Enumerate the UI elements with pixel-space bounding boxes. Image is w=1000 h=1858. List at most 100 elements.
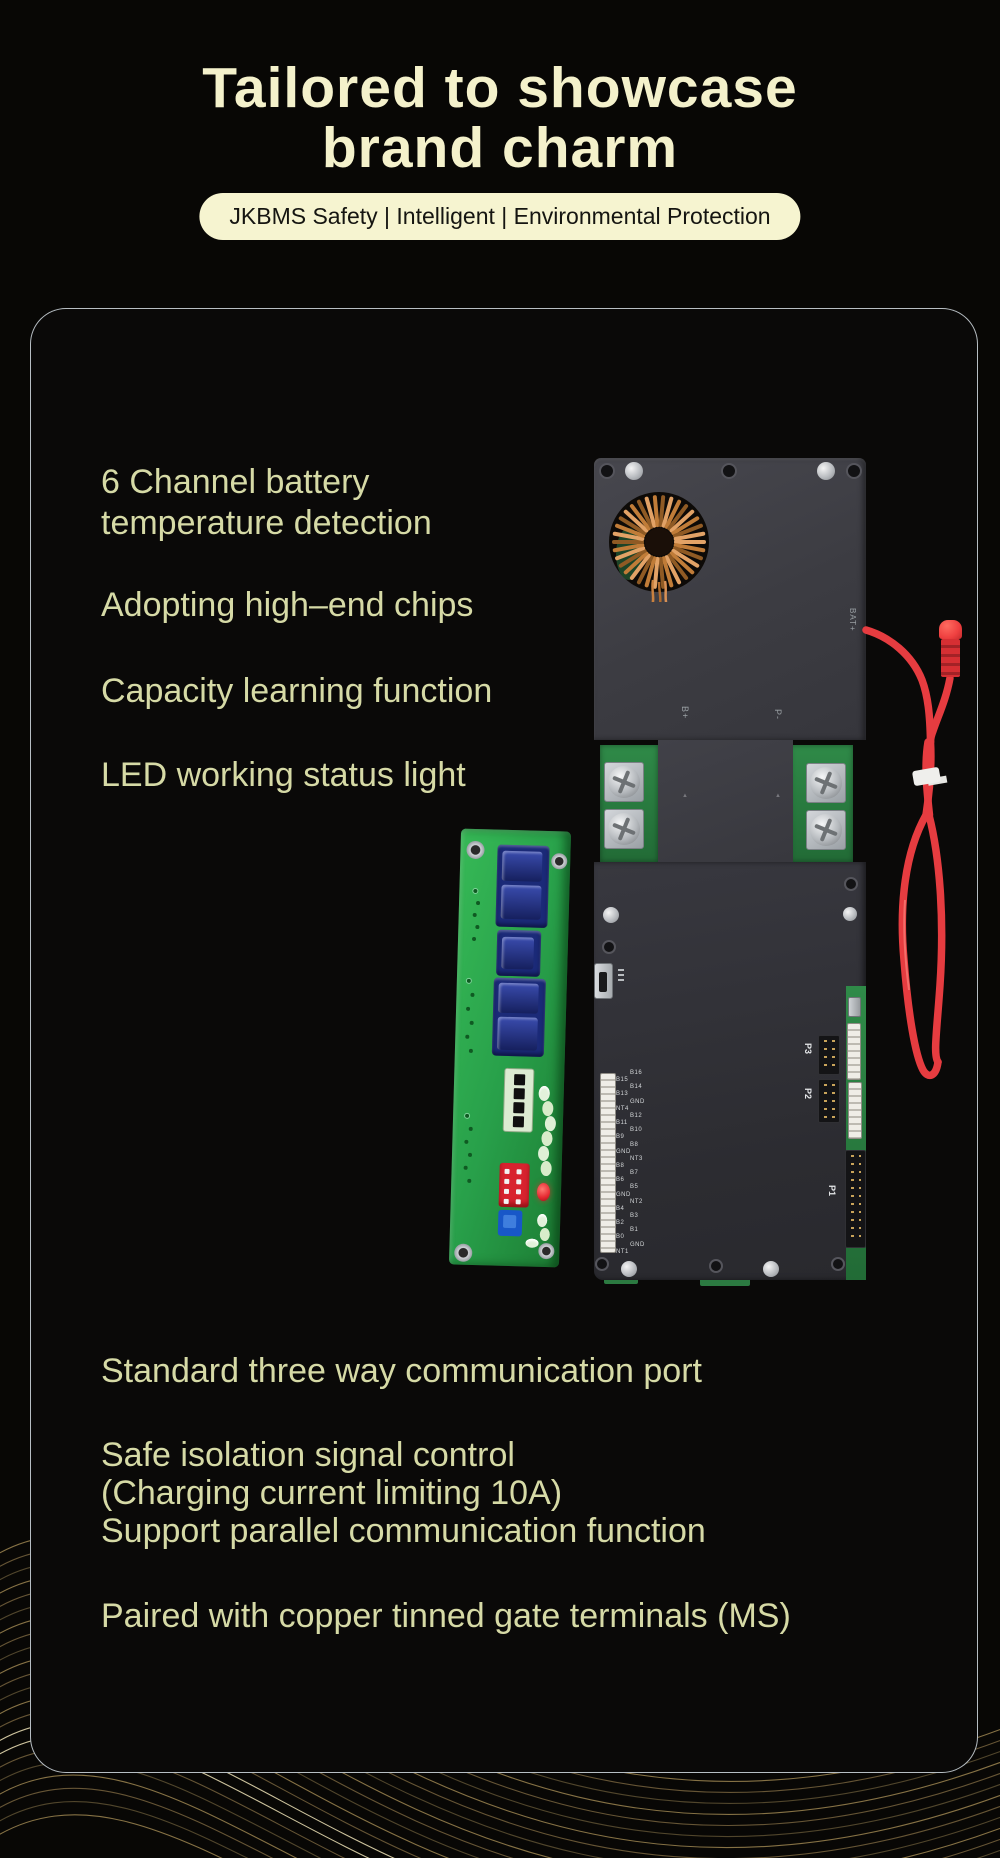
feature-line: temperature detection (101, 504, 432, 542)
screw (843, 907, 857, 921)
pin-label: GND (630, 1098, 645, 1105)
rj45-connector-single (496, 929, 542, 977)
pin-label: B3 (630, 1213, 639, 1219)
connector-p3 (818, 1035, 840, 1075)
via-dots (466, 978, 471, 983)
feature-capacity-learning: Capacity learning function (101, 672, 493, 710)
pin-label: NT2 (630, 1198, 643, 1205)
warning-mark: ▲ (682, 793, 688, 799)
led-column (537, 1213, 548, 1228)
white-pin-connector (847, 1023, 861, 1080)
pin-label: GND (616, 1148, 631, 1155)
pin-label: B13 (616, 1091, 629, 1098)
feature-line: Support parallel communication function (101, 1512, 706, 1550)
warning-mark: ▲ (775, 793, 781, 799)
screw-hole (831, 1257, 845, 1271)
mount-hole (551, 853, 568, 870)
via-dots (473, 888, 478, 894)
led-column (538, 1085, 550, 1102)
pin-label: NT4 (616, 1105, 629, 1112)
feature-communication-port: Standard three way communication port (101, 1352, 702, 1390)
blue-trimmer (497, 1209, 523, 1237)
b-plus-label: B+ (680, 706, 690, 720)
balance-connector (600, 1073, 616, 1253)
screw-hole (844, 877, 858, 891)
pin-label: B15 (616, 1077, 629, 1084)
port-label-marks (618, 969, 624, 971)
feature-gate-terminals: Paired with copper tinned gate terminals… (101, 1597, 791, 1635)
page-title: Tailored to showcase brand charm (0, 58, 1000, 178)
mount-hole (466, 840, 485, 860)
pin-label: B14 (630, 1084, 643, 1091)
pin-label: NT3 (630, 1155, 643, 1162)
pin-label: B4 (616, 1205, 625, 1212)
screw (625, 462, 643, 480)
red-led (536, 1182, 551, 1202)
screw-hole (721, 463, 737, 479)
screw-hole (602, 940, 616, 954)
screw-hole (595, 1257, 609, 1271)
pin-label: B0 (616, 1234, 625, 1241)
screw (763, 1261, 779, 1277)
feature-line: (Charging current limiting 10A) (101, 1474, 563, 1512)
p-minus-label: P- (773, 709, 783, 720)
terminal-screw (604, 809, 644, 849)
board-middle-tab (658, 740, 793, 862)
pin-label: B1 (630, 1227, 639, 1234)
feature-line: 6 Channel battery (101, 463, 370, 501)
feature-temperature-detection: 6 Channel battery temperature detection (101, 462, 432, 544)
usb-port (594, 963, 613, 999)
feature-line: Safe isolation signal control (101, 1436, 515, 1474)
pin-label: B5 (630, 1184, 639, 1191)
pin-label: B10 (630, 1127, 643, 1134)
terminal-block-4pin (502, 1067, 535, 1133)
bms-board-photo: BAT+ B+ P- ▲ ▲ P3 P2 P1 (594, 458, 866, 1288)
mount-hole (454, 1243, 473, 1263)
pin-label: B9 (616, 1134, 625, 1141)
pin-label: B2 (616, 1220, 625, 1227)
feature-high-end-chips: Adopting high–end chips (101, 586, 474, 624)
cable-bullet-connector (939, 620, 962, 680)
pin-label: B8 (616, 1162, 625, 1169)
p3-label: P3 (803, 1043, 813, 1055)
terminal-screw (604, 762, 644, 802)
terminal-screw (806, 763, 846, 803)
feature-isolation-control: Safe isolation signal control (Charging … (101, 1436, 706, 1550)
terminal-screw (806, 810, 846, 850)
green-accessory-pcb (448, 828, 572, 1268)
pin-label: B8 (630, 1141, 639, 1148)
screw-hole (846, 463, 862, 479)
screw (603, 907, 619, 923)
toroidal-inductor (609, 492, 709, 602)
white-pin-connector (848, 1082, 862, 1139)
white-led (525, 1238, 539, 1248)
pin-label: B6 (616, 1177, 625, 1184)
screw-hole (709, 1259, 723, 1273)
pin-label: GND (616, 1191, 631, 1198)
connector-p1 (845, 1150, 866, 1248)
pin-label: B12 (630, 1112, 643, 1119)
feature-led-status: LED working status light (101, 756, 466, 794)
screw-hole (599, 463, 615, 479)
mount-hole (538, 1242, 555, 1260)
connector-p2 (818, 1079, 840, 1123)
pin-label: B11 (616, 1120, 628, 1127)
rj45-connector-dual (491, 977, 546, 1057)
p1-label: P1 (827, 1185, 837, 1197)
brand-badge: JKBMS Safety | Intelligent | Environment… (199, 193, 801, 240)
pin-label: NT1 (616, 1248, 629, 1255)
pin-label: B7 (630, 1170, 639, 1177)
page-title-line2: brand charm (321, 116, 679, 180)
via-dots (465, 1113, 470, 1118)
screw (621, 1261, 637, 1277)
pin-label: GND (630, 1241, 645, 1248)
rj45-connector-dual (495, 844, 550, 928)
p2-label: P2 (803, 1088, 813, 1100)
side-port (848, 997, 861, 1017)
page-title-line1: Tailored to showcase (202, 56, 798, 120)
pin-label: B16 (630, 1070, 643, 1076)
dip-switch (498, 1162, 530, 1208)
screw (817, 462, 835, 480)
